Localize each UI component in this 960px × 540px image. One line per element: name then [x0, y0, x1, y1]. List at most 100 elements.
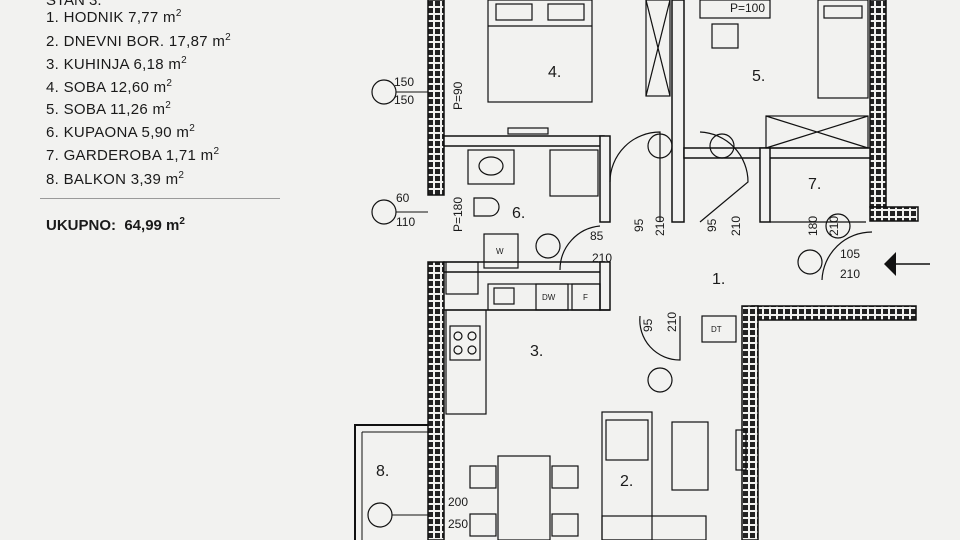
wall-entrance-bottom [751, 305, 917, 321]
chair-1 [469, 465, 497, 489]
room-label-3: 3. [530, 343, 543, 360]
balcony-outline [354, 424, 428, 540]
fridge-label: F [583, 293, 588, 302]
room-legend: STAN 3. 1. HODNIK 7,77 m2 2. DNEVNI BOR.… [0, 0, 330, 540]
wall-bath-top [443, 135, 605, 147]
furniture [445, 0, 869, 540]
cooktop [449, 325, 481, 361]
wardrobe-room4 [645, 0, 671, 97]
washer-label: W [496, 247, 504, 256]
dimension-labels: 150 150 P=90 60 110 P=180 P=100 85 210 9… [394, 1, 860, 531]
door-room4 [609, 131, 661, 222]
dim-window5-parapet: P=100 [730, 1, 765, 15]
legend-item-balkon: 8. BALKON 3,39 m2 [46, 170, 185, 188]
legend-item-garderoba: 7. GARDEROBA 1,71 m2 [46, 146, 220, 164]
radiator-room4 [507, 127, 549, 135]
dim-door5-width: 95 [705, 218, 719, 232]
dim-door6-width: 85 [590, 229, 604, 243]
dim-window4-top: 150 [394, 75, 414, 89]
bed-room4 [487, 0, 593, 103]
wardrobe-room5 [765, 115, 869, 149]
fridge [571, 283, 601, 311]
door-kitchen [639, 315, 681, 361]
walls [427, 0, 919, 540]
room-label-1: 1. [712, 271, 725, 288]
room-label-2: 2. [620, 473, 633, 490]
dryer-label: DT [711, 325, 722, 334]
dishwasher-label: DW [542, 293, 556, 302]
legend-item-soba-5: 5. SOBA 11,26 m2 [46, 100, 172, 118]
legend-heading: STAN 3. [46, 0, 102, 9]
room-label-8: 8. [376, 463, 389, 480]
dim-door4-width: 95 [632, 218, 646, 232]
kitchen-corner-unit [445, 261, 479, 295]
room-label-5: 5. [752, 68, 765, 85]
wall-bath-bottom [443, 261, 605, 273]
light-marker-hall [797, 249, 823, 275]
entrance-arrow [884, 252, 930, 276]
dim-door7-width: 180 [806, 216, 820, 236]
legend-item-kuhinja: 3. KUHINJA 6,18 m2 [46, 55, 188, 73]
tv-unit [735, 429, 747, 471]
wall-bath-right [599, 135, 611, 223]
wall-left-upper [427, 0, 445, 196]
legend-item-hodnik: 1. HODNIK 7,77 m2 [46, 8, 182, 26]
legend-divider [40, 198, 280, 199]
couch-end [601, 515, 707, 540]
sofa [601, 411, 653, 540]
light-marker-room5 [709, 133, 735, 159]
dim-entrance-width: 105 [840, 247, 860, 261]
window-markers [367, 79, 851, 528]
dim-window4-bottom: 150 [394, 93, 414, 107]
dim-window6-top: 60 [396, 191, 410, 205]
window-marker-room6 [371, 199, 397, 225]
dim-door6-height: 210 [592, 251, 612, 265]
chair-3 [469, 513, 497, 537]
doors [559, 131, 873, 361]
wall-closet-left [759, 147, 771, 223]
kitchen-side-counter [445, 309, 487, 415]
armchair [671, 421, 709, 491]
kitchen-sink [493, 287, 515, 305]
door-entrance [821, 231, 873, 281]
window-marker-room4 [371, 79, 397, 105]
dishwasher [535, 283, 569, 311]
door-room5 [699, 131, 749, 223]
light-marker-closet [825, 213, 851, 239]
washing-machine [483, 233, 519, 269]
shower [549, 149, 599, 197]
dim-window4-parapet: P=90 [451, 81, 465, 110]
wall-right-stub [869, 206, 919, 222]
wall-right-lower [741, 305, 759, 540]
desk-room5 [699, 0, 771, 19]
dryer [701, 315, 737, 343]
dim-door4-height: 210 [653, 216, 667, 236]
room-label-6: 6. [512, 205, 525, 222]
dim-door5-height: 210 [729, 216, 743, 236]
wall-right-upper [869, 0, 887, 208]
bed-room5 [817, 0, 869, 99]
chair-room5 [711, 23, 739, 49]
chair-2 [551, 465, 579, 489]
room-labels: 4. 5. 6. 7. 1. 3. 2. 8. [376, 64, 821, 490]
dim-door7-height: 210 [827, 216, 841, 236]
dim-window8-bottom: 250 [448, 517, 468, 531]
appliance-labels: W DW F DT [496, 247, 722, 334]
dim-window6-parapet: P=180 [451, 197, 465, 232]
dim-window6-bottom: 110 [396, 215, 415, 229]
light-marker-kitchen [647, 367, 673, 393]
legend-item-soba-4: 4. SOBA 12,60 m2 [46, 78, 173, 96]
door-bathroom [559, 225, 601, 271]
dining-table [497, 455, 551, 540]
window-marker-balcony [367, 502, 393, 528]
dim-door3-height: 210 [665, 312, 679, 332]
room-label-7: 7. [808, 176, 821, 193]
legend-item-dnevni-boravak: 2. DNEVNI BOR. 17,87 m2 [46, 32, 232, 50]
wall-kitchen-right [599, 261, 611, 311]
chair-4 [551, 513, 579, 537]
legend-item-kupaona: 6. KUPAONA 5,90 m2 [46, 123, 196, 141]
light-marker-bath [535, 233, 561, 259]
dim-window8-top: 200 [448, 495, 468, 509]
wall-between-4-5 [671, 0, 685, 223]
